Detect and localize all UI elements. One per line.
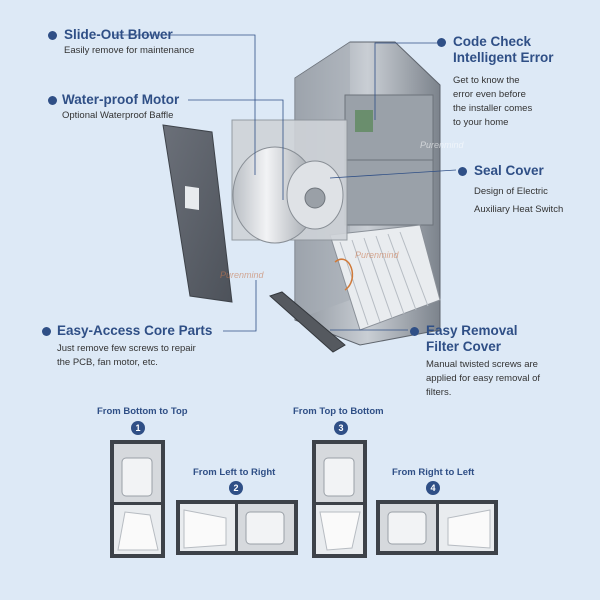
orientation-unit-3 bbox=[312, 440, 367, 558]
callout-dot bbox=[437, 38, 446, 47]
feature-title-slide-out-blower: Slide-Out Blower bbox=[64, 27, 173, 42]
feature-desc-slide-out-blower: Easily remove for maintenance bbox=[64, 45, 195, 56]
callout-dot bbox=[48, 96, 57, 105]
orientation-unit-2 bbox=[176, 500, 298, 555]
feature-title-easy-removal: Easy Removal Filter Cover bbox=[426, 323, 518, 354]
callout-dot bbox=[458, 167, 467, 176]
feature-title-code-check: Code Check Intelligent Error bbox=[453, 34, 554, 65]
orientation-unit-4 bbox=[376, 500, 498, 555]
orientation-number-3: 3 bbox=[334, 421, 348, 435]
orientation-label-right-to-left: From Right to Left bbox=[392, 467, 475, 478]
orientation-number-2: 2 bbox=[229, 481, 243, 495]
feature-desc-easy-removal: Manual twisted screws are applied for ea… bbox=[426, 359, 541, 398]
callout-dot bbox=[48, 31, 57, 40]
feature-title-easy-access: Easy-Access Core Parts bbox=[57, 323, 213, 338]
feature-title-seal-cover: Seal Cover bbox=[474, 163, 544, 178]
orientation-number-1: 1 bbox=[131, 421, 145, 435]
watermark-logo: Purenmind bbox=[420, 140, 464, 150]
callout-dot bbox=[410, 327, 419, 336]
feature-title-waterproof-motor: Water-proof Motor bbox=[62, 92, 180, 107]
feature-desc-easy-access: Just remove few screws to repair the PCB… bbox=[57, 343, 196, 368]
orientation-label-bottom-to-top: From Bottom to Top bbox=[97, 406, 188, 417]
watermark-logo: Purenmind bbox=[220, 270, 264, 280]
watermark-logo: Purenmind bbox=[355, 250, 399, 260]
feature-desc-code-check: Get to know the error even before the in… bbox=[453, 75, 533, 128]
orientation-number-4: 4 bbox=[426, 481, 440, 495]
feature-desc-waterproof-motor: Optional Waterproof Baffle bbox=[62, 110, 174, 121]
orientation-label-top-to-bottom: From Top to Bottom bbox=[293, 406, 384, 417]
orientation-label-left-to-right: From Left to Right bbox=[193, 467, 276, 478]
feature-desc-seal-cover: Design of Electric Auxiliary Heat Switch bbox=[474, 186, 564, 215]
callout-dot bbox=[42, 327, 51, 336]
orientation-unit-1 bbox=[110, 440, 165, 558]
